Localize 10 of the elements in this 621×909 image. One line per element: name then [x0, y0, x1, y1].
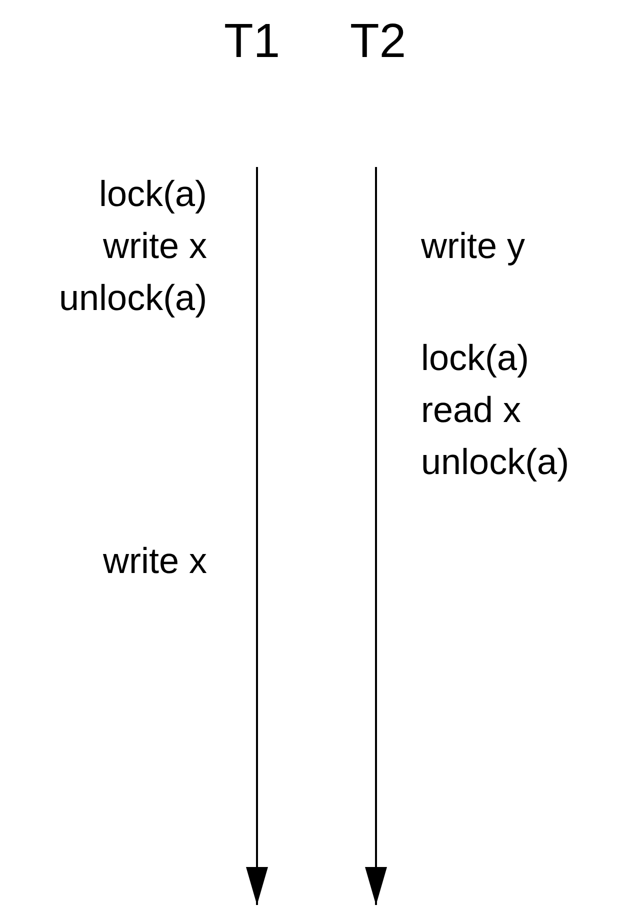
operation-label: unlock(a) [421, 444, 570, 480]
operation-label: lock(a) [99, 176, 208, 212]
operation-label: write x [103, 228, 208, 264]
column-heading: T2 [350, 18, 406, 66]
operation-label: write y [421, 228, 526, 264]
operation-label: write x [103, 543, 208, 579]
operation-label: lock(a) [421, 340, 530, 376]
operation-label: read x [421, 392, 522, 428]
operation-label: unlock(a) [59, 280, 208, 316]
column-heading: T1 [224, 18, 280, 66]
